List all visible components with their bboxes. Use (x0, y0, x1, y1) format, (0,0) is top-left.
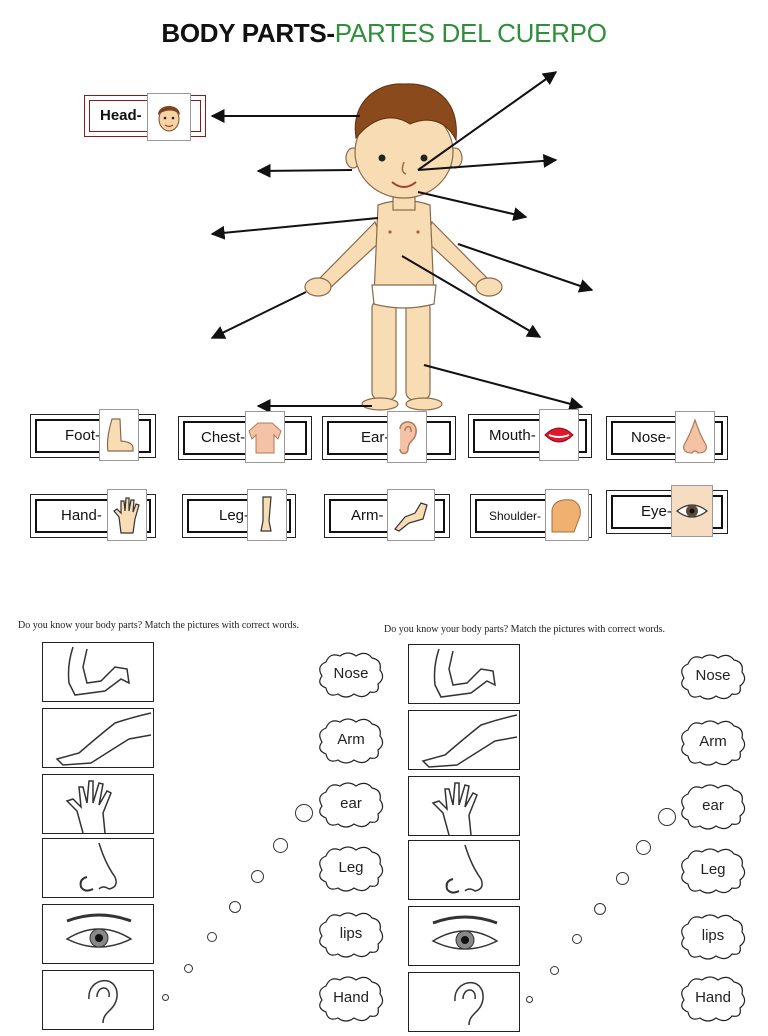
eye-icon (671, 485, 713, 537)
instruction-text: Do you know your body parts? Match the p… (384, 624, 666, 635)
thought-bubble (594, 903, 606, 915)
word-label: Leg (700, 861, 726, 878)
head-label-card: Head- (84, 93, 206, 141)
eye-picture (42, 904, 154, 964)
word-label: Nose (695, 667, 731, 684)
body-figure (210, 71, 594, 413)
foot-label-card: Foot- (30, 409, 156, 461)
arm-picture (42, 642, 154, 702)
ear-picture (408, 972, 520, 1032)
thought-bubble (251, 870, 264, 883)
word-cloud-hand: Hand (316, 974, 386, 1024)
boy-illustration (304, 105, 503, 411)
shoulder-label-card: Shoulder- (470, 489, 592, 541)
thought-bubble (207, 932, 217, 942)
hair (354, 83, 457, 142)
word-cloud-arm: Arm (316, 716, 386, 766)
page-title: BODY PARTS-PARTES DEL CUERPO (0, 18, 768, 49)
card-label: Chest- (201, 429, 246, 446)
thought-bubble (295, 804, 313, 822)
word-label: lips (339, 925, 363, 942)
matching-worksheet-left: Do you know your body parts? Match the p… (0, 620, 386, 1030)
word-cloud-lips: lips (678, 912, 748, 962)
thought-bubble (526, 996, 533, 1003)
word-label: lips (701, 927, 725, 944)
card-label: Mouth- (489, 427, 536, 444)
thought-bubble (229, 901, 241, 913)
hand-picture (42, 774, 154, 834)
nose-label-card: Nose- (606, 411, 728, 463)
thought-bubble (572, 934, 582, 944)
word-label: Hand (695, 989, 731, 1006)
word-label: ear (340, 795, 362, 812)
card-label: Hand- (61, 507, 102, 524)
card-label: Shoulder- (489, 509, 542, 523)
word-label: Leg (338, 859, 364, 876)
instruction-text: Do you know your body parts? Match the p… (18, 620, 300, 631)
card-label: Foot- (65, 427, 101, 444)
word-cloud-lips: lips (316, 910, 386, 960)
chest-icon (245, 411, 285, 463)
word-cloud-leg: Leg (678, 846, 748, 896)
matching-worksheet-right: Do you know your body parts? Match the p… (366, 620, 750, 1032)
word-label: Arm (337, 731, 365, 748)
arm-label-card: Arm- (324, 489, 450, 541)
word-label: Hand (333, 989, 369, 1006)
word-label: Arm (699, 733, 727, 750)
nose-picture (42, 838, 154, 898)
title-spanish: PARTES DEL CUERPO (334, 18, 607, 48)
ear-icon (387, 411, 427, 463)
leg-picture (42, 708, 154, 768)
title-english: BODY PARTS- (161, 18, 335, 48)
word-cloud-hand: Hand (678, 974, 748, 1024)
card-label: Arm- (351, 507, 384, 524)
eye-picture (408, 906, 520, 966)
card-label: Leg- (219, 507, 250, 524)
word-cloud-nose: Nose (316, 650, 386, 700)
leg-picture (408, 710, 520, 770)
thought-bubble (550, 966, 559, 975)
pointer-arrows (210, 71, 594, 413)
card-label: Nose- (631, 429, 672, 446)
card-label: Ear- (361, 429, 390, 446)
foot-icon (99, 409, 139, 461)
eye-label-card: Eye- (606, 485, 728, 537)
thought-bubble (184, 964, 193, 973)
shoulder-icon (545, 489, 589, 541)
thought-bubble (658, 808, 676, 826)
face-icon (147, 93, 191, 141)
word-cloud-ear: ear (316, 780, 386, 830)
nose-picture (408, 840, 520, 900)
thought-bubble (636, 840, 651, 855)
card-label: Eye- (641, 503, 672, 520)
chest-label-card: Chest- (178, 411, 312, 463)
arm-icon (387, 489, 435, 541)
thought-bubble (162, 994, 169, 1001)
word-label: Nose (333, 665, 369, 682)
word-cloud-arm: Arm (678, 718, 748, 768)
mouth-icon (539, 409, 579, 461)
ear-picture (42, 970, 154, 1030)
ear-label-card: Ear- (322, 411, 456, 463)
thought-bubble (616, 872, 629, 885)
mouth-label-card: Mouth- (468, 409, 592, 461)
nose-icon (675, 411, 715, 463)
leg-label-card: Leg- (182, 489, 296, 541)
hand-icon (107, 489, 147, 541)
arm-picture (408, 644, 520, 704)
word-label: ear (702, 797, 724, 814)
head-label: Head- (100, 107, 142, 124)
word-cloud-leg: Leg (316, 844, 386, 894)
thought-bubble (273, 838, 288, 853)
word-cloud-nose: Nose (678, 652, 748, 702)
leg-icon (247, 489, 287, 541)
word-cloud-ear: ear (678, 782, 748, 832)
hand-label-card: Hand- (30, 489, 156, 541)
hand-picture (408, 776, 520, 836)
